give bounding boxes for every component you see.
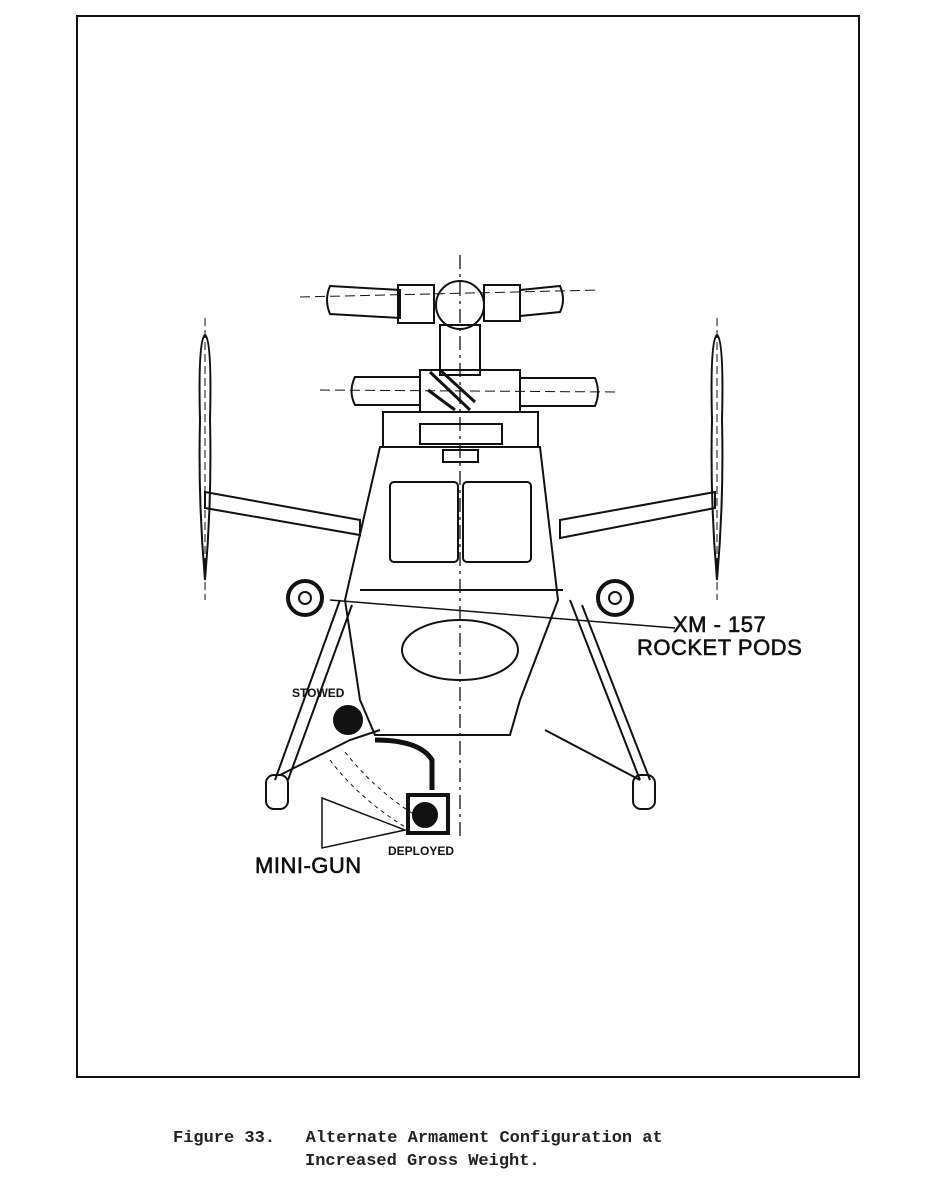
- rocket-pods-label: ROCKET PODS: [637, 635, 803, 660]
- wings: [198, 318, 724, 600]
- figure-caption: Figure 33. Alternate Armament Configurat…: [173, 1127, 663, 1173]
- fuselage: [343, 411, 563, 736]
- figure-number: Figure 33.: [173, 1129, 276, 1148]
- caption-line-1: Alternate Armament Configuration at: [305, 1129, 663, 1148]
- minigun: [321, 705, 450, 849]
- caption-line-2: Increased Gross Weight.: [305, 1152, 540, 1171]
- deployed-label: DEPLOYED: [388, 844, 455, 858]
- figure-frame: [76, 15, 860, 1078]
- rocket-pods: [286, 579, 676, 629]
- minigun-label: MINI-GUN: [255, 853, 362, 878]
- rocket-pods-label-model: XM - 157: [673, 612, 767, 637]
- stowed-label: STOWED: [292, 686, 345, 700]
- lower-rotor: [319, 368, 616, 413]
- landing-gear: [265, 599, 656, 810]
- upper-rotor: [299, 280, 601, 376]
